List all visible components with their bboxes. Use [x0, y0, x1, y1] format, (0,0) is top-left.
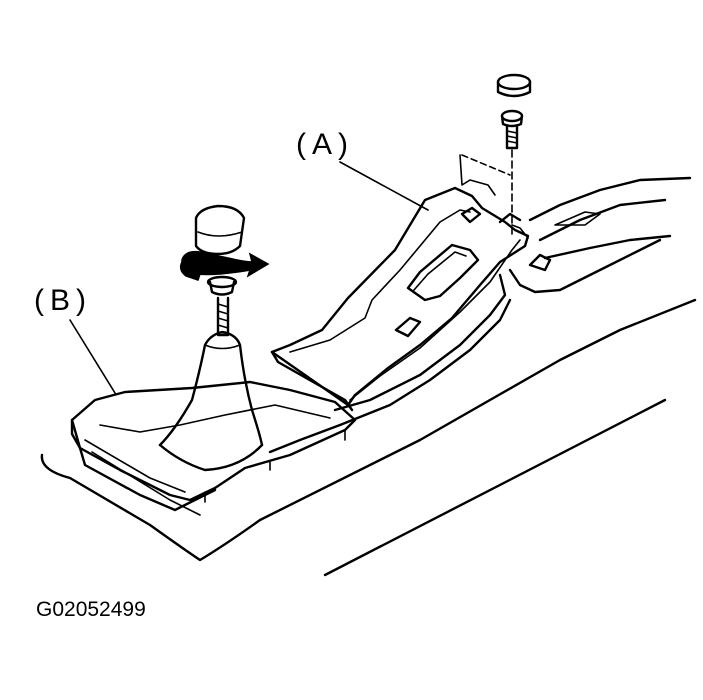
- shift-knob: [194, 204, 246, 337]
- leader-lines: [69, 161, 429, 394]
- callout-label-a: (A): [296, 128, 354, 161]
- console-panel-a: [270, 149, 530, 412]
- figure-id: G02052499: [36, 598, 146, 621]
- center-console: [40, 176, 697, 577]
- screw-and-cap: [496, 73, 532, 150]
- shift-boot-b: [70, 330, 357, 512]
- rotate-arrow-icon: [179, 250, 270, 281]
- callout-label-b: (B): [34, 284, 92, 317]
